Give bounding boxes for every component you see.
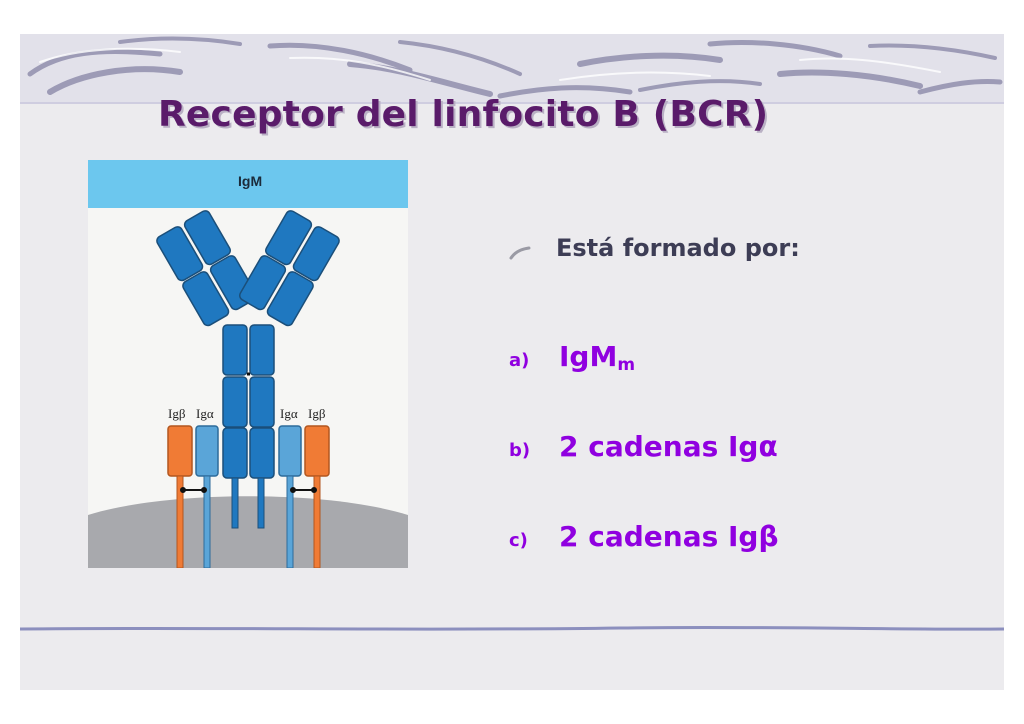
list-item-text: IgM <box>559 340 618 373</box>
diagram-header <box>88 160 408 208</box>
list-item: a) IgMm <box>509 340 635 375</box>
ig-beta-left <box>167 425 193 477</box>
igm-left-arm <box>156 210 257 327</box>
ig-alpha-left <box>195 425 219 477</box>
ig-alpha-left-label: Igα <box>196 406 214 421</box>
ig-alpha-right <box>278 425 302 477</box>
bullet-icon <box>509 246 531 260</box>
ig-beta-right-label: Igβ <box>308 406 326 421</box>
igm-stem <box>222 324 275 479</box>
heavy-chain-tail <box>231 477 239 529</box>
list-marker: c) <box>509 530 528 551</box>
lead-text: Está formado por: <box>556 234 800 262</box>
igm-right-arm <box>239 210 340 327</box>
slide-title: Receptor del linfocito B (BCR) <box>158 94 769 135</box>
list-marker: a) <box>509 350 530 371</box>
list-marker: b) <box>509 440 531 461</box>
cell-membrane <box>88 496 408 568</box>
bcr-diagram: IgM <box>88 160 408 568</box>
divider-line <box>20 625 1004 631</box>
list-item: c) 2 cadenas Igβ <box>509 520 779 553</box>
list-item-text: 2 cadenas Igβ <box>559 520 779 553</box>
heavy-chain-tail <box>257 477 265 529</box>
list-item-text: 2 cadenas Igα <box>559 430 778 463</box>
ig-alpha-right-label: Igα <box>280 406 298 421</box>
list-item: b) 2 cadenas Igα <box>509 430 778 463</box>
ig-beta-right <box>304 425 330 477</box>
diagram-header-label: IgM <box>238 173 262 189</box>
ig-beta-left-label: Igβ <box>168 406 186 421</box>
disulfide-bridges <box>180 487 317 493</box>
decorative-banner <box>20 34 1004 104</box>
list-item-subscript: m <box>617 355 636 376</box>
